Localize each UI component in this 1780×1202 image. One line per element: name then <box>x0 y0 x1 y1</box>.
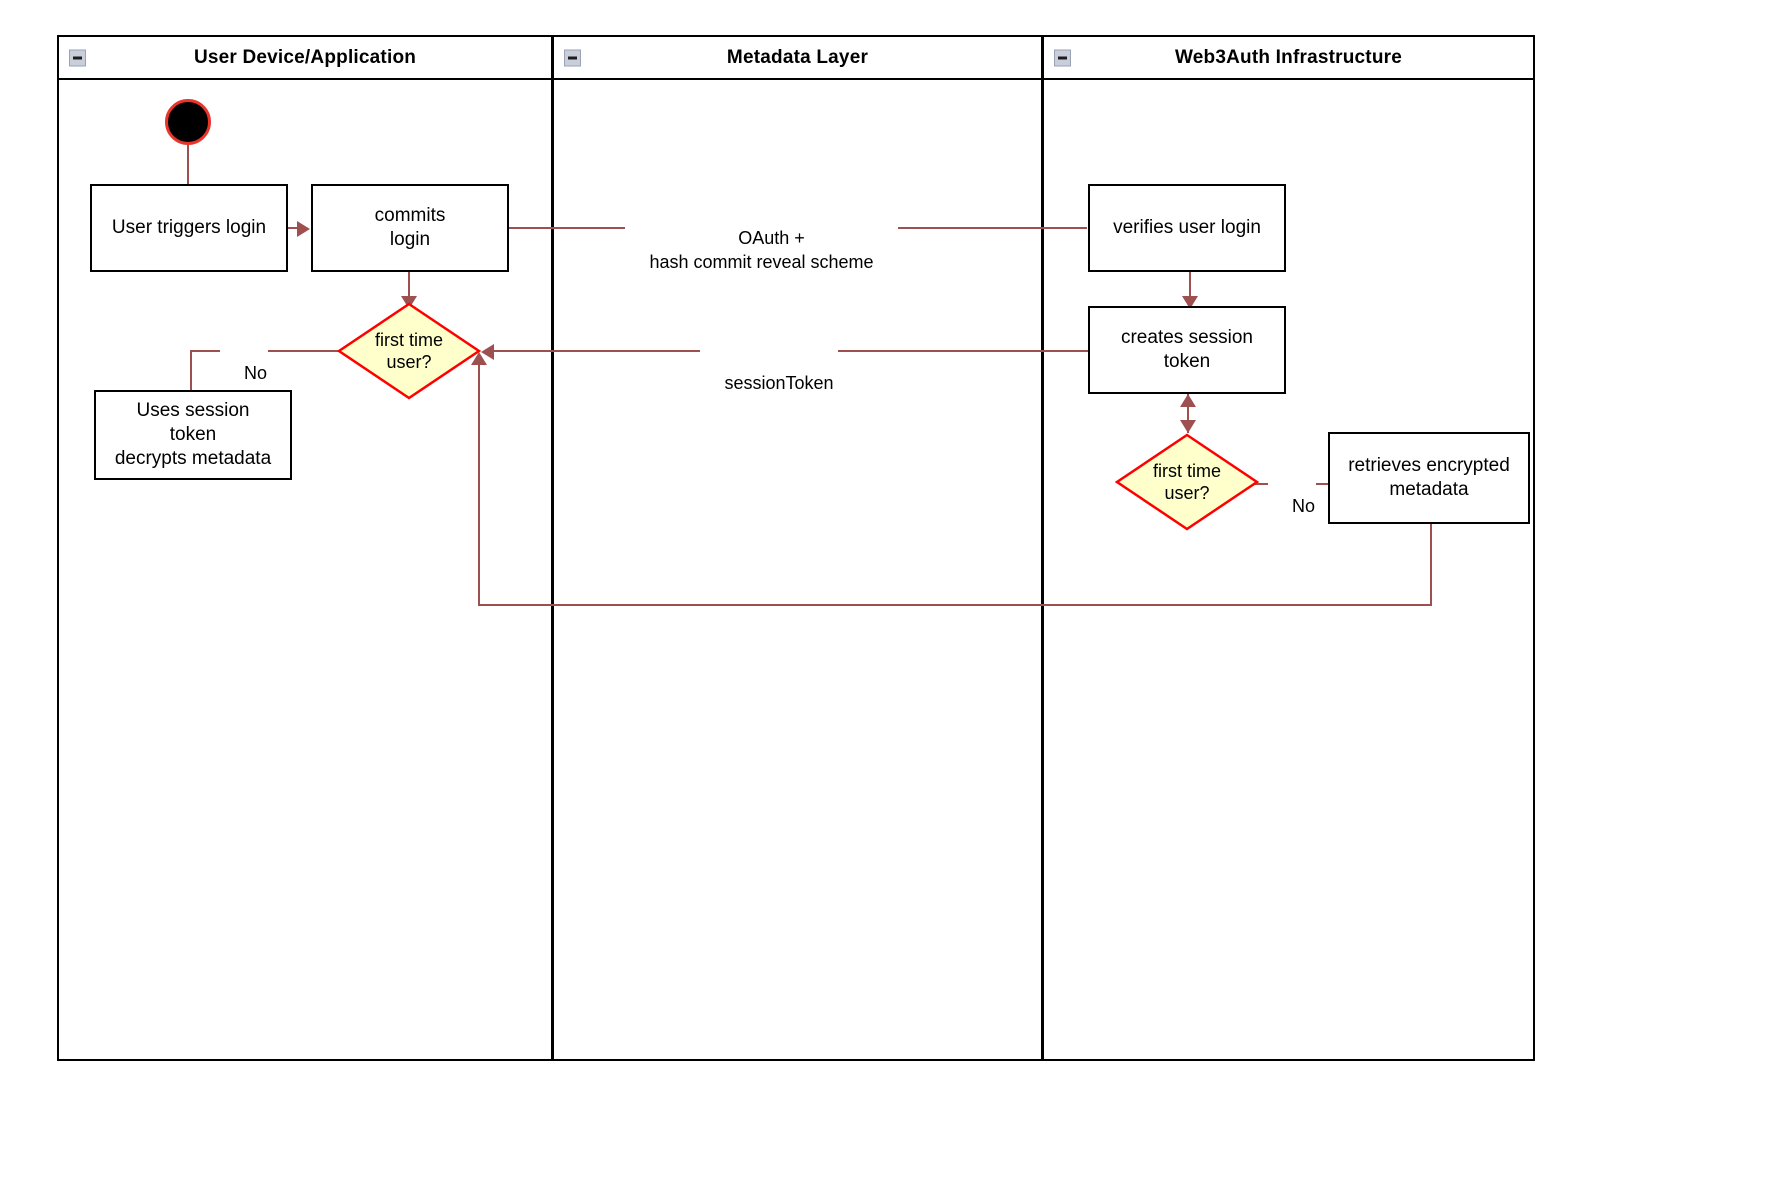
node-creates-session-token[interactable]: creates session token <box>1088 306 1286 394</box>
collapse-minus-icon[interactable] <box>1054 49 1071 66</box>
edge-commits-to-decision-client <box>408 270 410 302</box>
node-label-commits-login: commits login <box>374 204 446 250</box>
lane-header-user-device[interactable]: User Device/Application <box>57 35 553 80</box>
arrowhead-loopback-to-decision-client <box>471 352 487 365</box>
lane-title-user-device: User Device/Application <box>193 46 417 68</box>
node-decision-first-time-user-server[interactable]: first time user? <box>1114 433 1260 531</box>
edge-label-oauth-line1: OAuth + hash commit reveal scheme <box>649 228 874 272</box>
edge-loopback-horizontal <box>478 604 1432 606</box>
edge-loopback-up-to-decision-client <box>478 362 480 606</box>
edge-creates-token-decision-server <box>1187 393 1189 433</box>
lane-title-metadata: Metadata Layer <box>726 46 869 68</box>
arrowhead-up-to-creates-session-token <box>1180 394 1196 407</box>
edge-decision-client-no <box>190 350 346 352</box>
edge-user-triggers-to-commits <box>287 227 305 229</box>
lane-header-metadata[interactable]: Metadata Layer <box>552 35 1043 80</box>
node-label-verifies-user-login: verifies user login <box>1113 216 1261 238</box>
collapse-minus-icon[interactable] <box>564 49 581 66</box>
arrowhead-down-to-decision-server <box>1180 420 1196 433</box>
lane-header-web3auth[interactable]: Web3Auth Infrastructure <box>1042 35 1535 80</box>
node-verifies-user-login[interactable]: verifies user login <box>1088 184 1286 272</box>
edge-no-down-to-uses-session <box>190 350 192 390</box>
edge-label-oauth: OAuth + hash commit reveal scheme <box>625 204 898 298</box>
lane-title-web3auth: Web3Auth Infrastructure <box>1175 46 1402 68</box>
edge-verifies-to-creates-token <box>1189 270 1191 302</box>
decision-diamond-shape <box>1114 433 1260 531</box>
edge-label-no-client-text: No <box>244 363 268 384</box>
node-decision-first-time-user-client[interactable]: first time user? <box>336 302 482 400</box>
node-retrieves-encrypted-metadata[interactable]: retrieves encrypted metadata <box>1328 432 1530 524</box>
node-label-uses-session-token: Uses session token decrypts metadata <box>114 399 272 470</box>
node-commits-login[interactable]: commits login <box>311 184 509 272</box>
edge-label-session-token-text: sessionToken <box>724 373 834 394</box>
node-label-retrieves-encrypted-metadata: retrieves encrypted metadata <box>1348 454 1510 500</box>
node-uses-session-token[interactable]: Uses session token decrypts metadata <box>94 390 292 480</box>
collapse-minus-icon[interactable] <box>69 49 86 66</box>
node-label-user-triggers-login: User triggers login <box>111 216 267 238</box>
arrowhead-to-creates-session-token <box>1182 296 1198 309</box>
lane-body-metadata <box>552 35 1043 1061</box>
start-node <box>165 99 211 145</box>
node-user-triggers-login[interactable]: User triggers login <box>90 184 288 272</box>
arrowhead-to-commits-login <box>297 221 310 237</box>
decision-diamond-shape <box>336 302 482 400</box>
edge-start-to-user-triggers-login <box>187 145 189 185</box>
edge-label-session-token: sessionToken <box>700 349 838 420</box>
edge-label-no-server: No <box>1268 472 1316 543</box>
edge-retrieves-down <box>1430 523 1432 606</box>
node-label-creates-session-token: creates session token <box>1120 326 1253 372</box>
edge-label-no-server-text: No <box>1292 496 1316 517</box>
